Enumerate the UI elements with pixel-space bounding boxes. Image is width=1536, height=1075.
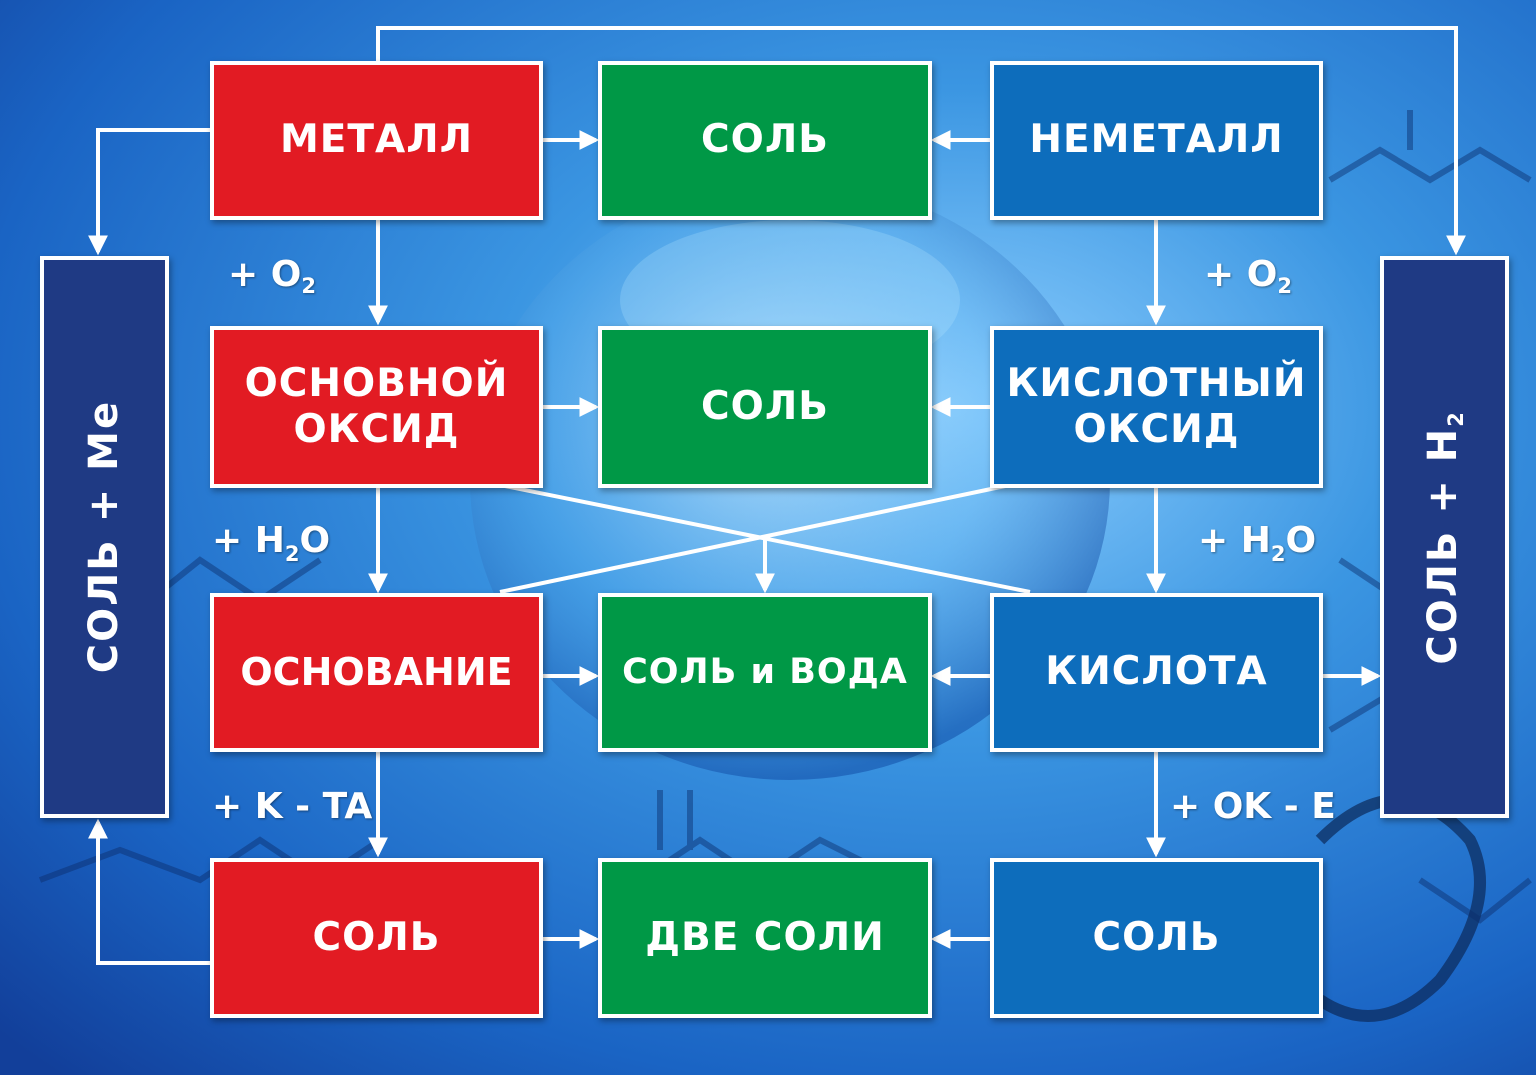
reagent-acid-left: + K - TA — [212, 786, 373, 827]
basic-oxide-label-line1: ОСНОВНОЙ — [244, 360, 509, 406]
salt-and-water-label: СОЛЬ и ВОДА — [622, 651, 908, 692]
reagent-oxygen-right-text: + O — [1204, 254, 1278, 295]
reagent-oxygen-left-text: + O — [228, 254, 302, 295]
reagent-water-right-suffix: O — [1285, 520, 1317, 561]
reagent-oxygen-left-sub: 2 — [301, 274, 316, 298]
arrow-metal-to-salt-h2 — [376, 26, 1466, 256]
reagent-water-right: + H2O — [1198, 520, 1316, 566]
reagent-water-right-prefix: + H — [1198, 520, 1271, 561]
salt-plus-hydrogen-box: СОЛЬ + H2 — [1380, 256, 1509, 818]
left-salt-box: СОЛЬ — [210, 858, 543, 1018]
base-label: ОСНОВАНИЕ — [240, 650, 513, 695]
reagent-salt-right: + OK - E — [1170, 786, 1336, 827]
salt-plus-hydrogen-subscript: 2 — [1444, 409, 1469, 427]
right-salt-label: СОЛЬ — [1092, 914, 1221, 960]
arrow-salt-to-salt-me — [88, 818, 212, 965]
right-salt-box: СОЛЬ — [990, 858, 1323, 1018]
cross-line-acid-oxide-to-base — [499, 483, 1011, 594]
salt-box-2: СОЛЬ — [598, 326, 932, 488]
salt-plus-hydrogen-text: СОЛЬ + H — [1420, 426, 1467, 665]
salt-plus-metal-box: СОЛЬ + Me — [40, 256, 169, 818]
base-box: ОСНОВАНИЕ — [210, 593, 543, 752]
arrow-metal-to-salt-me — [88, 128, 212, 256]
nonmetal-box: НЕМЕТАЛЛ — [990, 61, 1323, 220]
acid-oxide-box: КИСЛОТНЫЙ ОКСИД — [990, 326, 1323, 488]
reagent-water-left: + H2O — [212, 520, 330, 566]
salt-plus-hydrogen-label: СОЛЬ + H2 — [1420, 410, 1469, 665]
basic-oxide-label-line2: ОКСИД — [293, 407, 460, 452]
acid-box: КИСЛОТА — [990, 593, 1323, 752]
left-salt-label: СОЛЬ — [312, 914, 441, 960]
two-salts-box: ДВЕ СОЛИ — [598, 858, 932, 1018]
acid-oxide-label-line1: КИСЛОТНЫЙ — [1006, 360, 1307, 406]
salt-1-label: СОЛЬ — [701, 117, 829, 163]
reagent-water-left-prefix: + H — [212, 520, 285, 561]
metal-box: МЕТАЛЛ — [210, 61, 543, 220]
reagent-water-left-suffix: O — [299, 520, 331, 561]
salt-box-1: СОЛЬ — [598, 61, 932, 220]
acid-label: КИСЛОТА — [1045, 649, 1268, 695]
salt-plus-metal-label: СОЛЬ + Me — [80, 400, 127, 674]
nonmetal-label: НЕМЕТАЛЛ — [1029, 117, 1284, 163]
two-salts-label: ДВЕ СОЛИ — [645, 914, 885, 960]
acid-oxide-label-line2: ОКСИД — [1073, 407, 1240, 452]
salt-2-label: СОЛЬ — [701, 383, 829, 429]
metal-label: МЕТАЛЛ — [279, 117, 474, 163]
reagent-oxygen-right-sub: 2 — [1277, 274, 1292, 298]
reagent-oxygen-right: + O2 — [1204, 254, 1292, 298]
salt-and-water-box: СОЛЬ и ВОДА — [598, 593, 932, 752]
reagent-oxygen-left: + O2 — [228, 254, 316, 298]
reagent-water-right-sub: 2 — [1270, 542, 1286, 566]
reagent-water-left-sub: 2 — [284, 542, 300, 566]
basic-oxide-box: ОСНОВНОЙ ОКСИД — [210, 326, 543, 488]
